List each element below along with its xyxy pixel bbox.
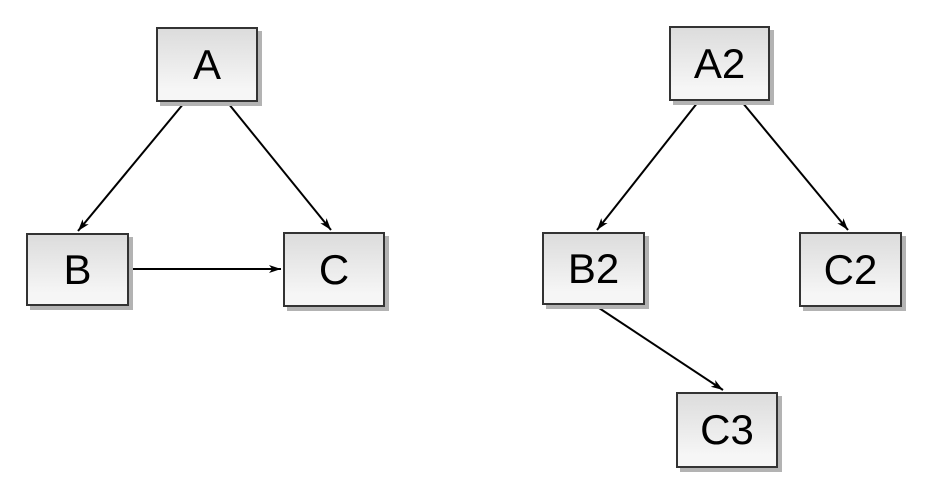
node-B: B (26, 233, 129, 306)
node-B2: B2 (542, 232, 645, 305)
edge-A-to-B (77, 102, 185, 232)
edge-B2-to-C3 (595, 305, 724, 391)
node-label-B2: B2 (567, 244, 620, 292)
node-A2: A2 (669, 26, 770, 101)
node-label-C2: C2 (823, 245, 878, 293)
node-C2: C2 (799, 232, 902, 307)
node-label-A: A (192, 40, 221, 88)
node-A: A (156, 27, 258, 102)
edge-A2-to-C2 (741, 101, 849, 231)
edge-A-to-C (227, 102, 332, 231)
node-label-C: C (318, 245, 350, 293)
node-C: C (283, 232, 385, 307)
node-label-C3: C3 (700, 406, 754, 453)
node-C3: C3 (676, 392, 778, 468)
edge-A2-to-B2 (596, 101, 699, 231)
node-label-A2: A2 (693, 39, 746, 87)
node-label-B: B (63, 245, 92, 293)
